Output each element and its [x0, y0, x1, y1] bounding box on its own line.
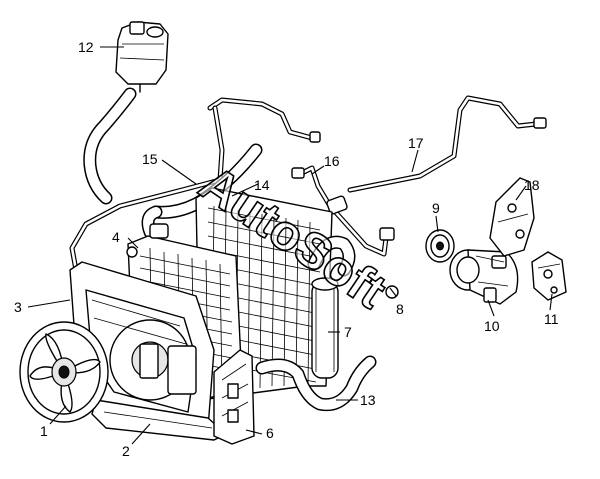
- callout-15: 15: [142, 151, 158, 167]
- callout-labels: 12 15 14 16 17 9 18 4 3 7 8 10 11 13 6 2…: [14, 39, 559, 459]
- callout-14: 14: [254, 177, 270, 193]
- ac-pipe-17: [347, 95, 547, 193]
- air-guide-bracket: [213, 349, 255, 445]
- leader-lines: [27, 46, 553, 445]
- callout-13: 13: [360, 392, 376, 408]
- callout-18: 18: [524, 177, 540, 193]
- expansion-tank: [115, 21, 169, 93]
- tank-hose: [83, 87, 137, 205]
- compressor-bracket: [489, 177, 535, 257]
- callout-2: 2: [122, 443, 130, 459]
- ac-pipe-15: [69, 105, 225, 283]
- callout-8: 8: [396, 301, 404, 317]
- lower-deflector: [91, 399, 227, 441]
- cooling-fan: [19, 321, 109, 423]
- callout-17: 17: [408, 135, 424, 151]
- ac-pipe-16: [291, 165, 395, 257]
- callout-16: 16: [324, 153, 340, 169]
- ac-pipe-top: [207, 97, 321, 143]
- lower-hose: [255, 355, 377, 412]
- callout-3: 3: [14, 299, 22, 315]
- callout-10: 10: [484, 318, 500, 334]
- callout-1: 1: [40, 423, 48, 439]
- callout-6: 6: [266, 425, 274, 441]
- compressor-pulley: [425, 229, 455, 263]
- callout-12: 12: [78, 39, 94, 55]
- callout-11: 11: [544, 311, 559, 327]
- ac-compressor: [449, 249, 519, 305]
- callout-7: 7: [344, 324, 352, 340]
- callout-9: 9: [432, 200, 440, 216]
- callout-4: 4: [112, 229, 120, 245]
- compressor-mount: [531, 251, 567, 301]
